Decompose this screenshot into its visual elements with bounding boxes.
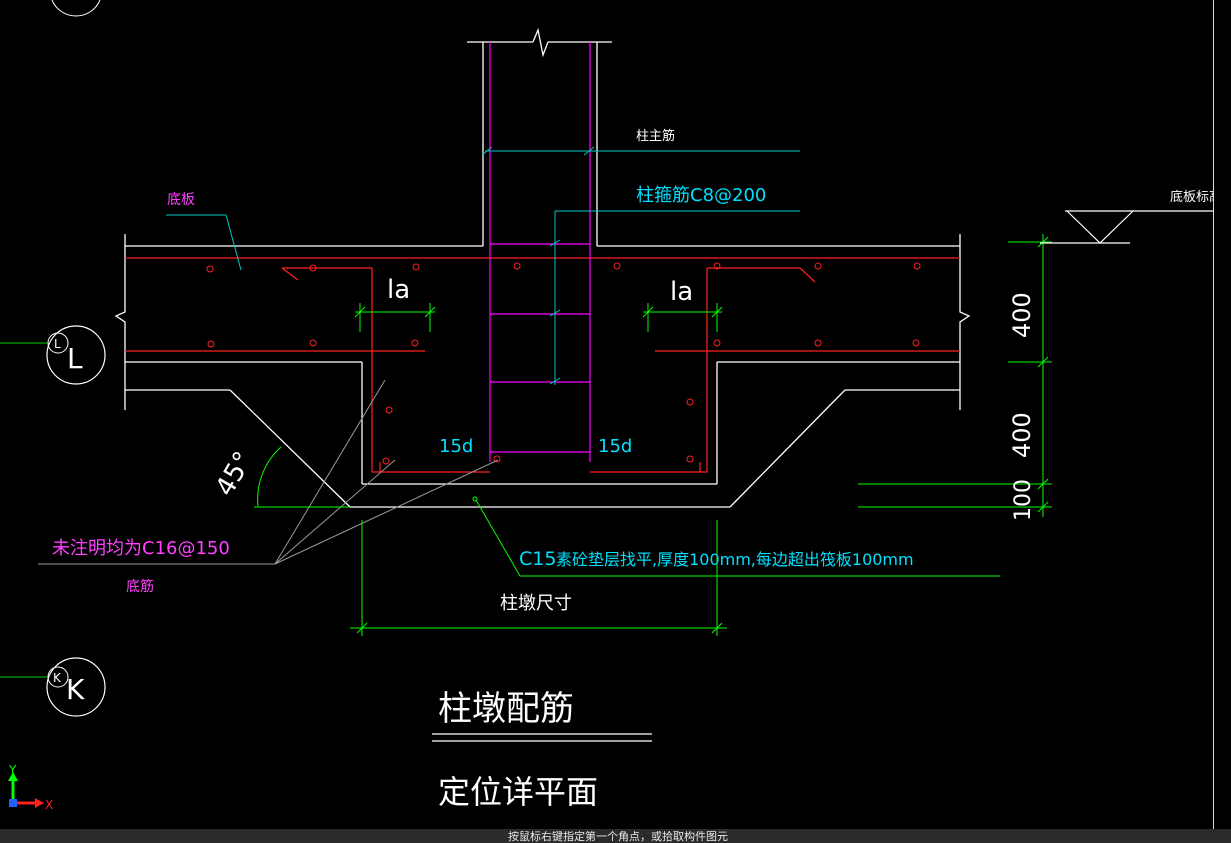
angle-label: 45° xyxy=(210,447,259,502)
ucs-y-label: Y xyxy=(8,763,17,777)
axis-label-L: L xyxy=(67,342,83,375)
axis-label-K: K xyxy=(66,673,85,706)
dimension-lines xyxy=(254,234,1052,636)
command-prompt-text: 按鼠标右键指定第一个角点，或拾取构件图元 xyxy=(508,831,728,843)
ucs-icon: Y X xyxy=(8,763,53,812)
column-stirrups-label: 柱箍筋C8@200 xyxy=(636,185,766,206)
bottom-plate-elevation-label: 底板标高 xyxy=(1170,189,1222,205)
leader-lines xyxy=(166,146,800,385)
hook-left-label: 15d xyxy=(439,436,473,457)
anchor-length-left: la xyxy=(387,275,410,305)
rebar-note: 未注明均为C16@150 xyxy=(52,538,230,559)
axis-bubble-L[interactable]: L L xyxy=(0,325,106,385)
detail-title: 柱墩配筋 xyxy=(438,689,574,729)
vertical-scrollbar[interactable] xyxy=(1213,0,1231,829)
rebar-dots xyxy=(206,262,921,465)
dim-400-bottom: 400 xyxy=(1008,412,1036,458)
slab-outline xyxy=(114,234,971,508)
dim-400-top: 400 xyxy=(1008,292,1036,338)
grid-bubble-partial xyxy=(51,0,101,17)
detail-subtitle: 定位详平面 xyxy=(438,773,598,811)
axis-bubble-K[interactable]: K K xyxy=(0,657,106,717)
bottom-plate-label: 底板 xyxy=(167,192,195,208)
column-main-bars-label: 柱主筋 xyxy=(636,128,675,144)
elevation-symbol xyxy=(1040,210,1230,244)
gray-leaders xyxy=(38,379,499,565)
bottom-bars-label: 底筋 xyxy=(126,578,154,595)
rebar-lines xyxy=(125,257,960,473)
axis-small-K: K xyxy=(53,671,62,685)
ucs-x-label: X xyxy=(45,798,53,812)
pier-size-label: 柱墩尺寸 xyxy=(500,593,572,614)
cushion-note-body: 素砼垫层找平,厚度100mm,每边超出筏板100mm xyxy=(556,550,914,569)
dim-100: 100 xyxy=(1011,479,1036,521)
column-bars xyxy=(489,42,591,462)
cushion-note-head: C15 xyxy=(519,548,556,570)
axis-small-L: L xyxy=(54,337,61,351)
anchor-length-right: la xyxy=(670,277,693,307)
cushion-leader-dot xyxy=(472,496,478,502)
column-outline xyxy=(467,27,612,246)
hook-right-label: 15d xyxy=(598,436,632,457)
command-status-bar: 按鼠标右键指定第一个角点，或拾取构件图元 xyxy=(0,829,1231,843)
